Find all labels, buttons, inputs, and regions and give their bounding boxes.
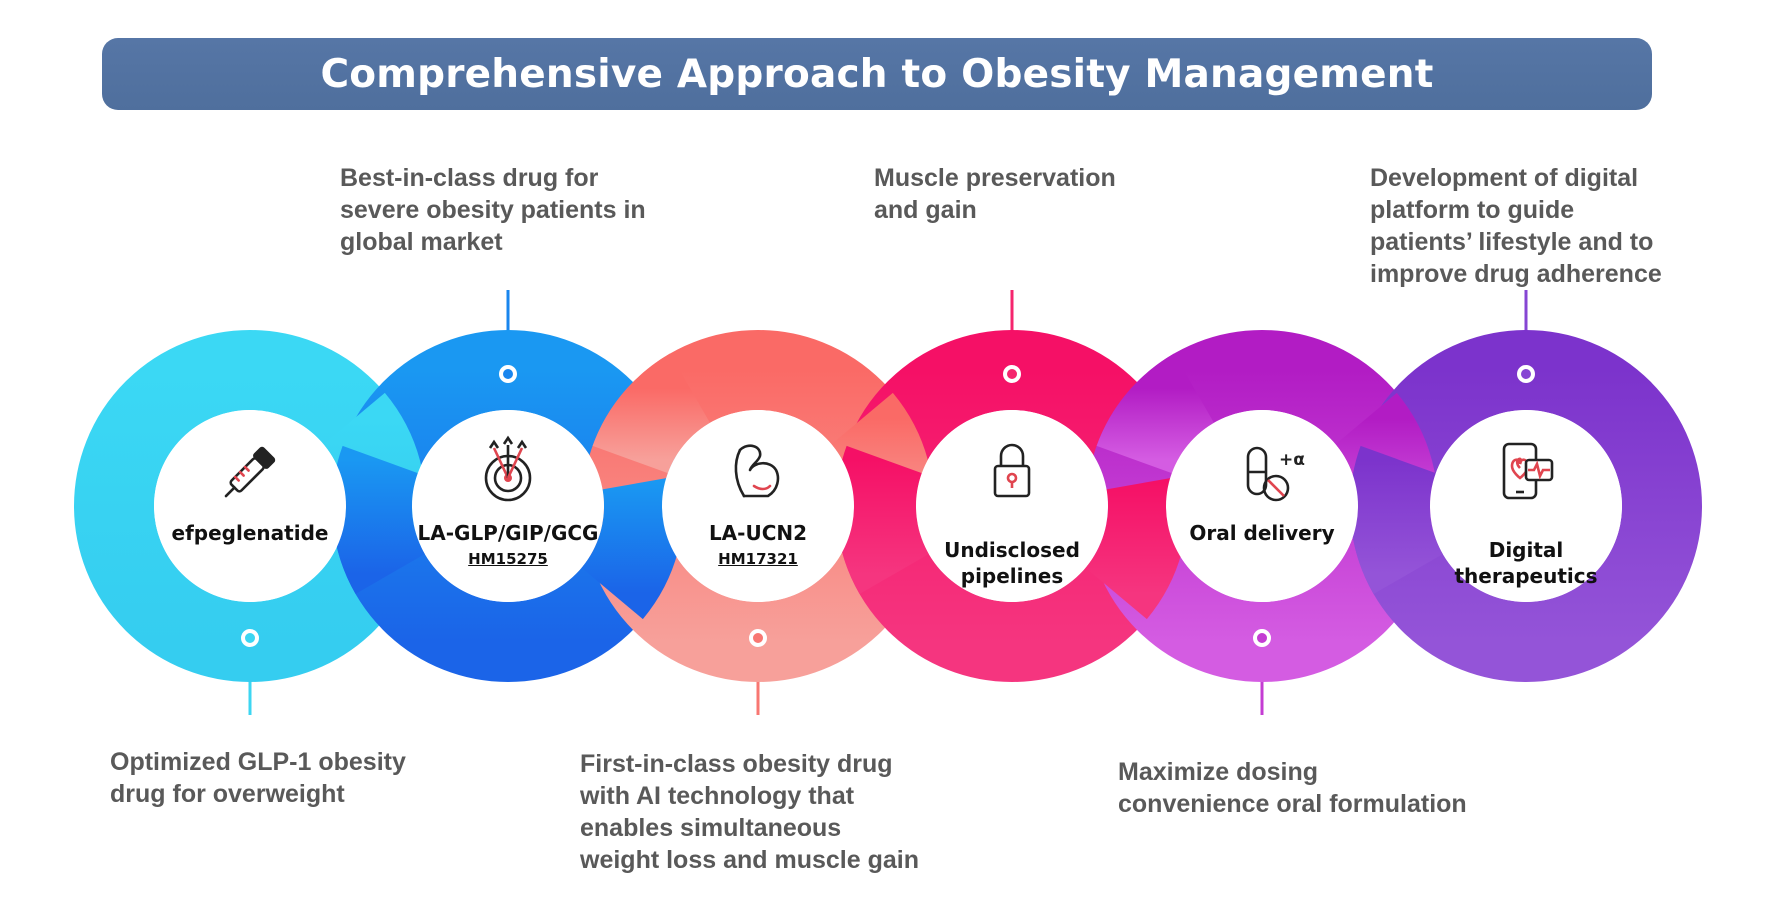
step-4-description: Muscle preservation and gain [874,164,1116,224]
ring-center-6 [1430,410,1622,602]
target-darts-icon [484,435,532,502]
ring-overlaps [154,353,1622,620]
step-2-label: LA-GLP/GIP/GCG HM15275 [413,520,603,568]
flexed-arm-icon [734,444,780,498]
step-1-label: efpeglenatide [171,521,329,545]
step-5-label: Oral delivery [1189,521,1335,545]
banner-title: Comprehensive Approach to Obesity Manage… [320,51,1434,97]
step-3-code: HM17321 [718,550,798,568]
connector-marker-dot-6 [1521,369,1531,379]
step-6-description: Development of digital platform to guide… [1370,164,1662,288]
ring-salmon-overlap-left [592,353,712,475]
smartphone-heart-icon [1502,442,1554,500]
step-5-description: Maximize dosing convenience oral formula… [1118,758,1467,818]
step-1-description: Optimized GLP-1 obesity drug for overwei… [110,748,406,808]
plus-alpha-badge: +α [1279,450,1305,470]
pen-injector-icon [224,446,276,498]
title-banner: Comprehensive Approach to Obesity Manage… [102,38,1652,110]
ring-purple-overlap-left [1350,445,1444,594]
ring-pink-overlap-left [836,445,930,594]
connector-marker-dot-5 [1257,633,1267,643]
ring-center-2 [412,410,604,602]
connector-marker-dot-2 [503,369,513,379]
step-2-description: Best-in-class drug for severe obesity pa… [340,164,646,256]
connector-marker-dot-4 [1007,369,1017,379]
connector-marker-dot-1 [245,633,255,643]
step-2-code: HM15275 [468,550,548,568]
ring-center-4 [916,410,1108,602]
ring-center-3 [662,410,854,602]
step-3-label: LA-UCN2 HM17321 [663,520,853,568]
ring-center-5 [1166,410,1358,602]
ring-blue-overlap [580,475,684,620]
ring-blue-overlap-left [332,445,426,594]
capsule-pill-icon [1246,446,1290,502]
ring-pink-overlap [1084,475,1188,620]
step-3-description: First-in-class obesity drug with AI tech… [580,750,919,874]
ring-center-1 [154,410,346,602]
connector-marker-dot-3 [753,633,763,643]
ring-magenta-overlap-left [1096,353,1216,475]
padlock-icon [993,443,1031,498]
step-6-label: Digital therapeutics [1454,538,1598,588]
connector-markers [241,365,1535,647]
step-4-label: Undisclosed pipelines [944,538,1080,588]
